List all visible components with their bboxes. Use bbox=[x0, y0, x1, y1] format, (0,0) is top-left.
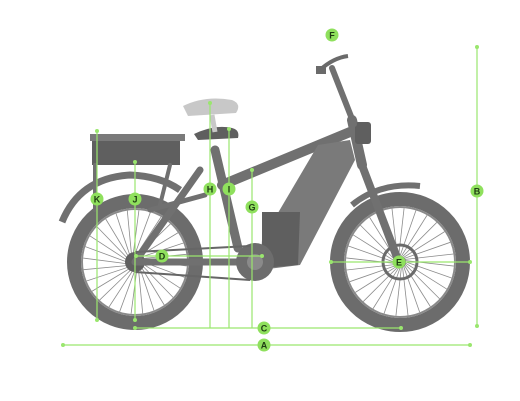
wheel-spoke bbox=[404, 241, 451, 259]
svg-text:B: B bbox=[474, 186, 481, 196]
wheel-spoke bbox=[404, 265, 431, 307]
saddle bbox=[194, 126, 239, 140]
wheel-spoke bbox=[83, 265, 128, 271]
wheel-spoke bbox=[105, 218, 130, 258]
dimension-badges: A B C D E F G H I J K bbox=[90, 28, 484, 352]
badge-g: G bbox=[245, 200, 259, 214]
badge-c: C bbox=[257, 321, 271, 335]
wheel-spoke bbox=[96, 226, 129, 259]
wheel-spoke bbox=[362, 267, 398, 302]
badge-a: A bbox=[257, 338, 271, 352]
wheel-spoke bbox=[132, 210, 140, 255]
bike-illustration bbox=[58, 54, 470, 332]
wheel-spoke bbox=[348, 245, 395, 263]
svg-text:A: A bbox=[261, 340, 268, 350]
wheel-spoke bbox=[355, 266, 397, 293]
wheel-spoke bbox=[403, 266, 421, 313]
wheel-spoke bbox=[139, 268, 155, 311]
wheel-spoke bbox=[405, 264, 440, 300]
wheel-spoke bbox=[86, 266, 129, 282]
svg-text:J: J bbox=[132, 194, 137, 204]
headlight bbox=[355, 122, 371, 144]
wheel-spoke bbox=[349, 265, 396, 283]
wheel-spoke bbox=[142, 263, 181, 289]
front-fender bbox=[350, 182, 421, 208]
wheel-spoke bbox=[405, 261, 452, 279]
wheel-spoke bbox=[141, 265, 174, 298]
badge-b: B bbox=[470, 184, 484, 198]
wheel-spoke bbox=[372, 267, 400, 309]
badge-f: F bbox=[325, 28, 339, 42]
svg-text:I: I bbox=[228, 184, 231, 194]
wheel-spoke bbox=[398, 208, 405, 257]
wheel-spoke bbox=[346, 264, 395, 271]
wheel-spoke bbox=[115, 213, 131, 256]
wheel-spoke bbox=[126, 210, 132, 255]
wheel-spoke bbox=[353, 234, 395, 262]
wheel-spoke bbox=[383, 267, 401, 314]
wheel-spoke bbox=[91, 267, 131, 292]
badge-i: I bbox=[222, 182, 236, 196]
wheel-spoke bbox=[360, 224, 395, 260]
svg-text:C: C bbox=[261, 323, 268, 333]
wheel-spoke bbox=[108, 269, 134, 308]
saddle-raised bbox=[183, 98, 239, 116]
wheel-spoke bbox=[83, 257, 128, 265]
svg-text:F: F bbox=[329, 30, 335, 40]
wheel-spoke bbox=[85, 246, 128, 263]
wheel-spoke bbox=[119, 269, 136, 312]
wheel-spoke bbox=[130, 269, 138, 314]
badge-d: D bbox=[155, 249, 169, 263]
wheel-spoke bbox=[138, 269, 144, 314]
wheel-spoke bbox=[405, 253, 454, 260]
wheel-spoke bbox=[99, 268, 132, 301]
svg-text:E: E bbox=[396, 257, 402, 267]
wheel-spoke bbox=[402, 267, 409, 316]
svg-text:G: G bbox=[248, 202, 255, 212]
badge-j: J bbox=[128, 192, 142, 206]
svg-text:D: D bbox=[159, 251, 166, 261]
svg-text:K: K bbox=[94, 194, 101, 204]
wheel-spoke bbox=[405, 262, 447, 290]
wheel-spoke bbox=[402, 222, 438, 257]
svg-text:H: H bbox=[207, 184, 214, 194]
wheel-spoke bbox=[400, 215, 428, 257]
badge-h: H bbox=[203, 182, 217, 196]
badge-e: E bbox=[392, 255, 406, 269]
wheel-spoke bbox=[134, 212, 151, 255]
wheel-spoke bbox=[89, 235, 128, 261]
wheel-spoke bbox=[395, 267, 402, 316]
badge-k: K bbox=[90, 192, 104, 206]
wheel-spoke bbox=[399, 210, 417, 257]
wheel-spoke bbox=[403, 231, 445, 258]
